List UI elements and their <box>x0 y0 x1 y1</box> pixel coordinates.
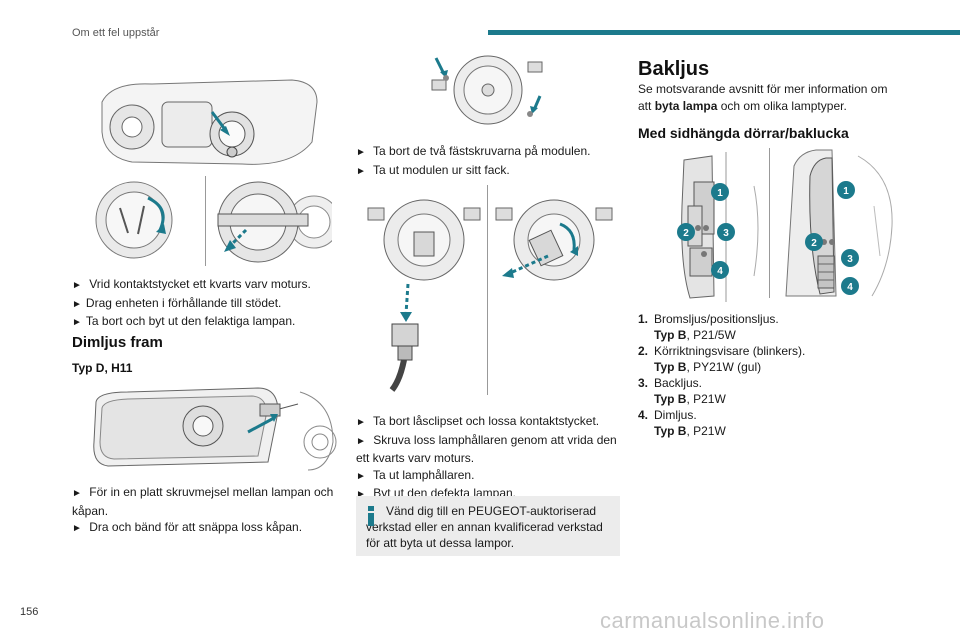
fog-light-type: Typ D, H11 <box>72 361 133 375</box>
header-section-title: Om ett fel uppstår <box>72 27 160 39</box>
triangle-bullet-icon: ► <box>72 523 82 534</box>
triangle-bullet-icon: ► <box>72 317 82 328</box>
step-pry-cover: ► Dra och bänd för att snäppa loss kåpan… <box>72 520 303 534</box>
list-item: 1. Bromsljus/positionsljus. Typ B, P21/5… <box>638 312 779 342</box>
svg-text:1: 1 <box>843 186 849 197</box>
lamp-holder-unplug-illustration <box>366 190 482 400</box>
triangle-bullet-icon: ► <box>72 298 82 310</box>
triangle-bullet-icon: ► <box>356 470 366 482</box>
side-doors-tailgate-heading: Med sidhängda dörrar/baklucka <box>638 125 849 141</box>
step-remove-screws: ► Ta bort de två fästskruvarna på module… <box>356 144 591 158</box>
divider-line <box>769 148 770 298</box>
step-unscrew-holder: ► Skruva loss lamphållaren genom att vri… <box>356 432 617 466</box>
rear-lamp-list: 1. Bromsljus/positionsljus. Typ B, P21/5… <box>638 311 900 439</box>
step-rotate-connector: ► Vrid kontaktstycket ett kvarts varv mo… <box>72 277 311 291</box>
step-take-out-holder: ► Ta ut lamphållaren. <box>356 467 475 482</box>
badge-3-icon <box>841 249 859 267</box>
headlamp-rear-illustration <box>92 72 322 172</box>
svg-text:2: 2 <box>683 228 689 239</box>
triangle-bullet-icon: ► <box>72 280 82 291</box>
info-note-text: Vänd dig till en PEUGEOT-auktoriserad ve… <box>366 504 603 550</box>
bulb-connector-rotate-illustration <box>90 178 190 262</box>
triangle-bullet-icon: ► <box>72 488 82 499</box>
badge-3-icon <box>717 223 735 241</box>
divider-line <box>205 176 206 266</box>
page-number: 156 <box>20 606 39 618</box>
svg-text:2: 2 <box>811 238 817 249</box>
badge-2-icon <box>677 223 695 241</box>
header-accent-bar <box>488 30 960 35</box>
rear-lights-intro: Se motsvarande avsnitt för mer informati… <box>638 82 888 113</box>
intro-bold-term: byta lampa <box>654 98 718 113</box>
svg-text:3: 3 <box>723 228 729 239</box>
list-item: 4. Dimljus. Typ B, P21W <box>638 408 726 438</box>
triangle-bullet-icon: ► <box>356 417 366 428</box>
svg-text:4: 4 <box>847 282 853 293</box>
badge-1-icon <box>837 181 855 199</box>
list-item: 3. Backljus. Typ B, P21W <box>638 376 726 406</box>
svg-text:3: 3 <box>847 254 853 265</box>
rear-lamp-side-doors-illustration: 1 2 3 4 <box>650 146 766 306</box>
triangle-bullet-icon: ► <box>356 435 366 447</box>
step-insert-screwdriver: ► För in en platt skruvmejsel mellan lam… <box>72 485 334 518</box>
divider-line <box>487 185 488 395</box>
triangle-bullet-icon: ► <box>356 489 366 500</box>
info-note-box: Vänd dig till en PEUGEOT-auktoriserad ve… <box>356 496 620 556</box>
step-remove-clip: ► Ta bort låsclipset och lossa kontaktst… <box>356 414 600 428</box>
fog-light-heading: Dimljus fram <box>72 334 163 351</box>
bulb-pull-illustration <box>214 178 332 266</box>
lamp-holder-twist-illustration <box>494 190 614 290</box>
badge-4-icon <box>711 261 729 279</box>
badge-2-icon <box>805 233 823 251</box>
triangle-bullet-icon: ► <box>356 147 366 158</box>
triangle-bullet-icon: ► <box>356 165 366 177</box>
list-item: 2. Körriktningsvisare (blinkers). Typ B,… <box>638 344 806 374</box>
step-remove-module: ► Ta ut modulen ur sitt fack. <box>356 162 510 177</box>
svg-text:1: 1 <box>717 188 723 199</box>
watermark: carmanualsonline.info <box>600 608 825 633</box>
fog-light-cover-illustration <box>88 382 338 474</box>
fog-module-screws-illustration <box>430 52 550 134</box>
rear-lamp-tailgate-illustration: 1 2 3 4 <box>776 146 902 306</box>
info-icon <box>368 506 374 526</box>
step-replace-bulb: ►Ta bort och byt ut den felaktiga lampan… <box>72 314 296 328</box>
rear-lights-heading: Bakljus <box>638 58 710 80</box>
badge-1-icon <box>711 183 729 201</box>
badge-4-icon <box>841 277 859 295</box>
step-pull-unit: ►Drag enheten i förhållande till stödet. <box>72 295 282 310</box>
svg-text:4: 4 <box>717 266 723 277</box>
